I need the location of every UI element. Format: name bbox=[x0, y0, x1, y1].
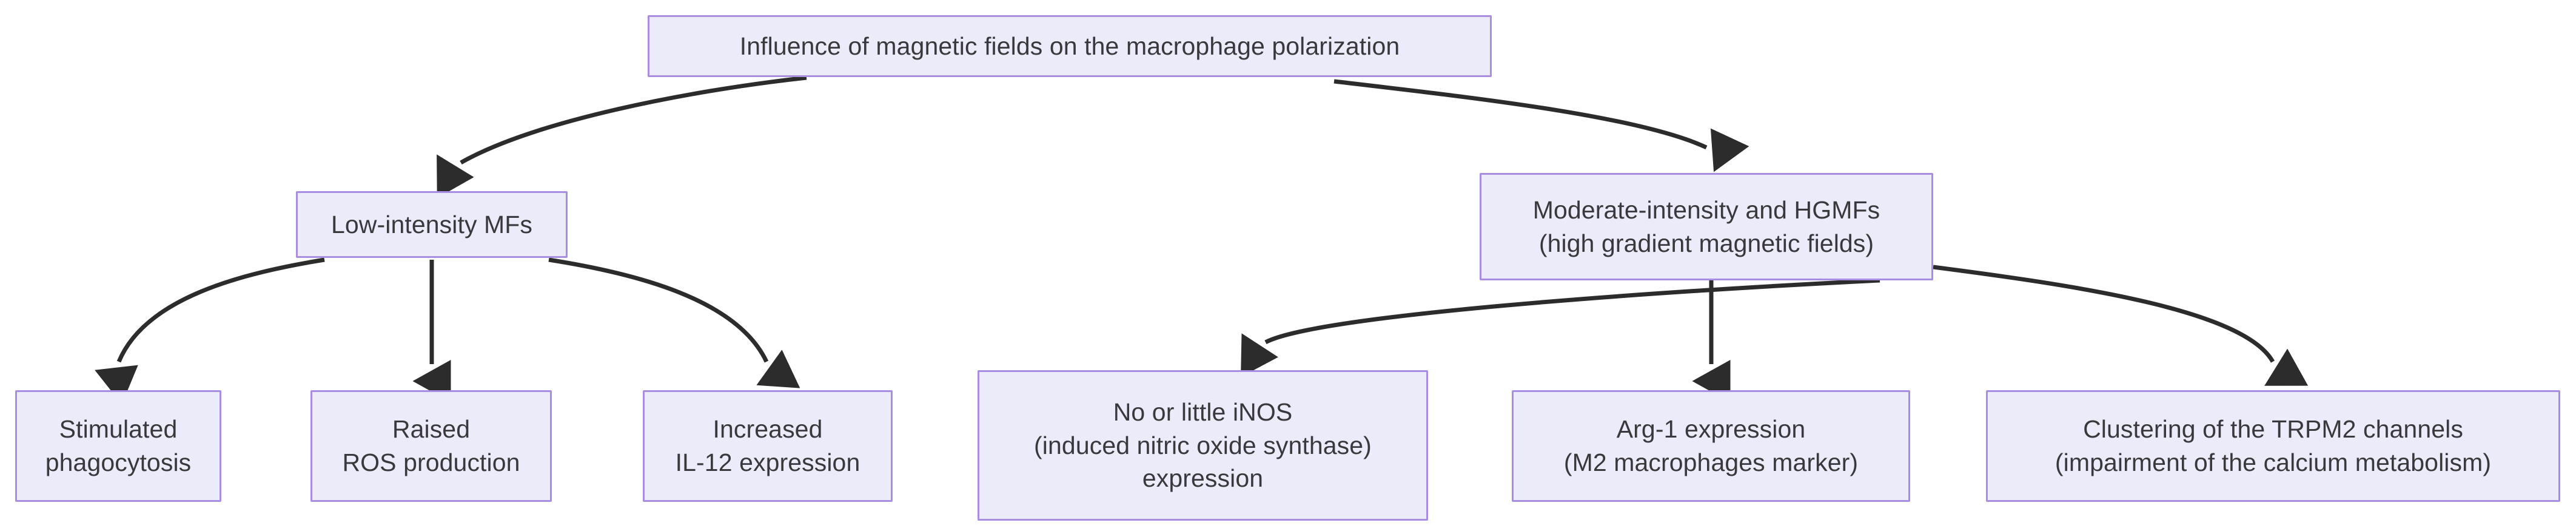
node-moderate-intensity-hgmfs-line-2: (high gradient magnetic fields) bbox=[1538, 229, 1874, 257]
edge-moderate-intensity-to-inos bbox=[1240, 278, 1880, 377]
edge-root-to-low-intensity bbox=[437, 75, 807, 198]
node-raised-ros-production-line-1: Raised bbox=[392, 415, 471, 444]
node-raised-ros-production[interactable]: Raised ROS production bbox=[310, 390, 552, 502]
edge-moderate-intensity-to-trpm2 bbox=[1933, 265, 2309, 386]
node-stimulated-phagocytosis-line-2: phagocytosis bbox=[45, 448, 192, 476]
node-no-or-little-inos-expression-line-2: (induced nitric oxide synthase) bbox=[1034, 431, 1372, 459]
node-no-or-little-inos-expression-line-3: expression bbox=[1142, 464, 1264, 493]
node-arg1-expression[interactable]: Arg-1 expression (M2 macrophages marker) bbox=[1512, 390, 1910, 502]
edge-root-to-moderate-intensity bbox=[1333, 79, 1749, 172]
node-stimulated-phagocytosis-line-1: Stimulated bbox=[59, 415, 178, 444]
node-stimulated-phagocytosis[interactable]: Stimulated phagocytosis bbox=[15, 390, 221, 502]
node-increased-il12-expression[interactable]: Increased IL-12 expression bbox=[643, 390, 893, 502]
edge-low-intensity-to-phagocytosis bbox=[95, 257, 325, 405]
node-moderate-intensity-hgmfs[interactable]: Moderate-intensity and HGMFs (high gradi… bbox=[1480, 173, 1933, 280]
node-low-intensity-mfs-line-1: Low-intensity MFs bbox=[330, 210, 533, 238]
node-raised-ros-production-line-2: ROS production bbox=[342, 448, 520, 476]
node-arg1-expression-line-2: (M2 macrophages marker) bbox=[1563, 448, 1859, 476]
node-moderate-intensity-hgmfs-line-1: Moderate-intensity and HGMFs bbox=[1532, 195, 1880, 224]
node-low-intensity-mfs[interactable]: Low-intensity MFs bbox=[296, 191, 568, 258]
node-clustering-trpm2-channels[interactable]: Clustering of the TRPM2 channels (impair… bbox=[1986, 390, 2560, 502]
node-no-or-little-inos-expression[interactable]: No or little iNOS (induced nitric oxide … bbox=[978, 370, 1428, 521]
node-root-line-1: Influence of magnetic fields on the macr… bbox=[739, 32, 1400, 60]
node-clustering-trpm2-channels-line-1: Clustering of the TRPM2 channels bbox=[2083, 415, 2463, 444]
node-increased-il12-expression-line-2: IL-12 expression bbox=[675, 448, 860, 476]
node-no-or-little-inos-expression-line-1: No or little iNOS bbox=[1113, 397, 1293, 426]
node-clustering-trpm2-channels-line-2: (impairment of the calcium metabolism) bbox=[2054, 448, 2492, 476]
edge-low-intensity-to-il12 bbox=[548, 257, 800, 388]
node-increased-il12-expression-line-1: Increased bbox=[713, 415, 823, 444]
node-root[interactable]: Influence of magnetic fields on the macr… bbox=[648, 15, 1492, 77]
node-arg1-expression-line-1: Arg-1 expression bbox=[1616, 415, 1806, 444]
